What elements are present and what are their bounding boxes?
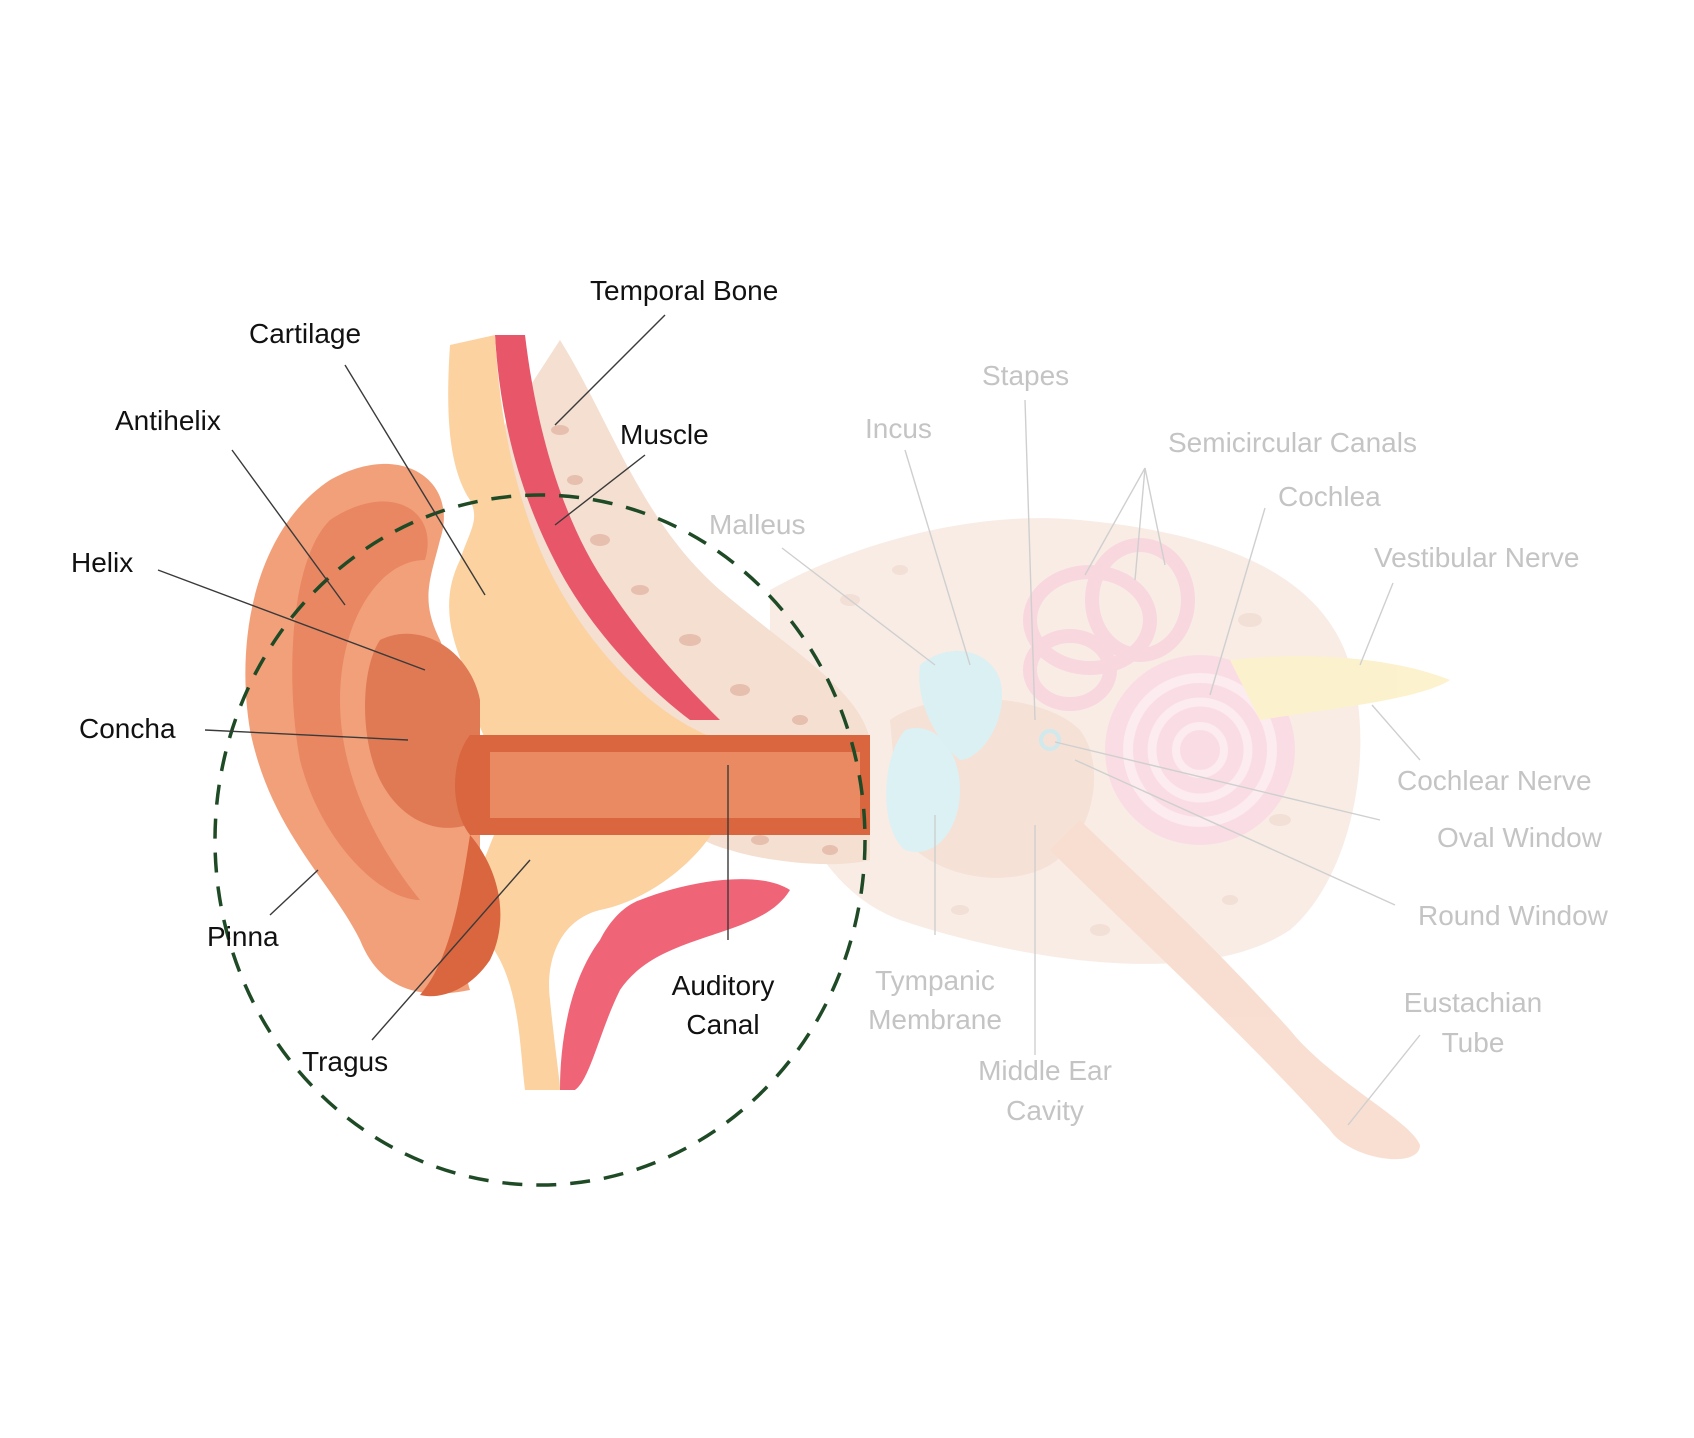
leader-pinna bbox=[269, 869, 319, 916]
label-helix: Helix bbox=[71, 547, 133, 578]
muscle-shape bbox=[495, 335, 720, 720]
label-eustachian-tube-line1: Eustachian bbox=[1404, 987, 1543, 1018]
label-antihelix: Antihelix bbox=[115, 405, 221, 436]
cochlea-shape bbox=[1105, 655, 1295, 845]
label-incus: Incus bbox=[865, 413, 932, 444]
label-auditory-canal-line2: Canal bbox=[686, 1009, 759, 1040]
concha-shape bbox=[365, 633, 480, 828]
eustachian-tube-shape bbox=[1050, 820, 1420, 1160]
label-temporal-bone: Temporal Bone bbox=[590, 275, 778, 306]
label-round-window: Round Window bbox=[1418, 900, 1609, 931]
label-semicircular-canals: Semicircular Canals bbox=[1168, 427, 1417, 458]
label-auditory-canal-line1: Auditory bbox=[672, 970, 775, 1001]
leader-semicircular-1 bbox=[1084, 467, 1146, 576]
inner-ear-leader-lines bbox=[781, 399, 1421, 1126]
helix-fold-shape bbox=[292, 501, 428, 900]
cartilage-upper-shape bbox=[448, 335, 720, 760]
ossicles-shape bbox=[919, 650, 1002, 760]
leader-helix bbox=[157, 569, 426, 671]
leader-cochlear-nerve bbox=[1371, 704, 1421, 761]
outer-ear-highlight-circle bbox=[213, 493, 867, 1187]
leader-semicircular-2 bbox=[1134, 467, 1146, 581]
tragus-shape bbox=[420, 835, 501, 997]
label-cartilage: Cartilage bbox=[249, 318, 361, 349]
outer-ear-illustration bbox=[245, 335, 870, 1090]
leader-tragus bbox=[371, 859, 531, 1041]
leader-round-window bbox=[1074, 759, 1396, 906]
label-cochlea: Cochlea bbox=[1278, 481, 1381, 512]
label-malleus: Malleus bbox=[709, 509, 805, 540]
label-cochlear-nerve: Cochlear Nerve bbox=[1397, 765, 1592, 796]
leader-antihelix bbox=[231, 449, 346, 606]
leader-cartilage bbox=[344, 364, 486, 596]
leader-stapes bbox=[1024, 399, 1036, 721]
leader-temporal-bone bbox=[554, 314, 666, 426]
semicircular-canals-shape bbox=[1023, 538, 1195, 711]
temporal-bone-speckles bbox=[551, 425, 838, 855]
leader-muscle bbox=[554, 454, 646, 526]
lower-tissue-shape bbox=[560, 879, 790, 1090]
label-tragus: Tragus bbox=[302, 1046, 388, 1077]
cartilage-lower-shape bbox=[460, 820, 720, 1090]
label-eustachian-tube-line2: Tube bbox=[1442, 1027, 1505, 1058]
label-tympanic-membrane-line2: Membrane bbox=[868, 1004, 1002, 1035]
label-concha: Concha bbox=[79, 713, 176, 744]
faded-inner-ear-illustration bbox=[770, 518, 1450, 1160]
leader-concha bbox=[204, 729, 409, 741]
leader-eustachian-tube bbox=[1347, 1034, 1421, 1126]
auditory-canal-inner-shape bbox=[490, 752, 860, 818]
outer-ear-leader-lines bbox=[157, 314, 729, 1041]
label-vestibular-nerve: Vestibular Nerve bbox=[1374, 542, 1579, 573]
leader-malleus bbox=[781, 547, 936, 666]
vestibular-cochlear-nerve-shape bbox=[1230, 656, 1450, 720]
leader-cochlea bbox=[1209, 507, 1266, 696]
inner-ear-labels: Stapes Incus Semicircular Canals Cochlea… bbox=[709, 360, 1609, 1126]
label-middle-ear-cavity-line1: Middle Ear bbox=[978, 1055, 1112, 1086]
label-tympanic-membrane-line1: Tympanic bbox=[875, 965, 995, 996]
label-stapes: Stapes bbox=[982, 360, 1069, 391]
leader-incus bbox=[904, 449, 971, 666]
leader-vestibular-nerve bbox=[1359, 582, 1394, 666]
tympanic-membrane-shape bbox=[886, 728, 960, 852]
label-oval-window: Oval Window bbox=[1437, 822, 1603, 853]
label-pinna: Pinna bbox=[207, 921, 279, 952]
oval-window-shape bbox=[1039, 729, 1061, 751]
label-middle-ear-cavity-line2: Cavity bbox=[1006, 1095, 1084, 1126]
outer-ear-labels: Temporal Bone Cartilage Antihelix Muscle… bbox=[71, 275, 778, 1077]
label-muscle: Muscle bbox=[620, 419, 709, 450]
leader-semicircular-3 bbox=[1144, 467, 1166, 566]
leader-oval-window bbox=[1054, 741, 1381, 821]
